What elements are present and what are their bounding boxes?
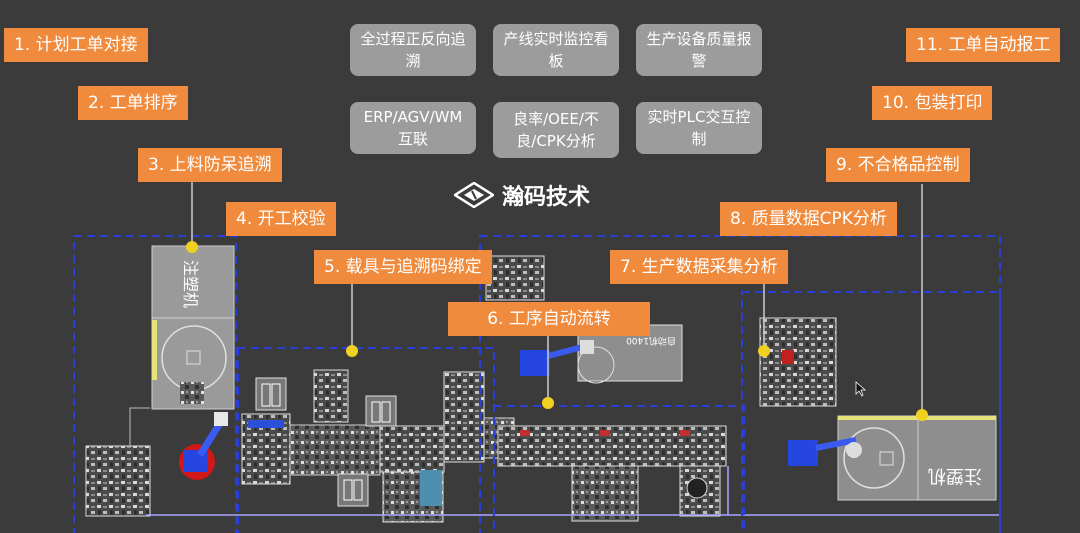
feature-pill-alarm: 生产设备质量报警 <box>636 24 762 76</box>
step-label-9: 9. 不合格品控制 <box>826 148 970 182</box>
step-label-6: 6. 工序自动流转 <box>448 302 650 336</box>
step-label-1: 1. 计划工单对接 <box>4 28 148 62</box>
feature-pill-analysis: 良率/OEE/不良/CPK分析 <box>493 102 619 158</box>
robot-left <box>179 412 228 480</box>
marker-dot <box>346 345 358 357</box>
feature-pill-monitoring: 产线实时监控看板 <box>493 24 619 76</box>
step-label-8: 8. 质量数据CPK分析 <box>720 202 897 236</box>
brand-name: 瀚码技术 <box>502 185 591 210</box>
step-label-7: 7. 生产数据采集分析 <box>610 250 788 284</box>
feature-pill-integration: ERP/AGV/WM互联 <box>350 102 476 154</box>
brand: 瀚码技术 <box>454 180 590 210</box>
machine-left-label: 注塑机 <box>181 260 200 308</box>
mouse-cursor-icon <box>855 381 867 397</box>
marker-dot <box>542 397 554 409</box>
step-label-5: 5. 载具与追溯码绑定 <box>314 250 492 284</box>
zone-8-boundary <box>741 291 1001 533</box>
machine-upper-label: 自动机1400 <box>626 335 676 347</box>
zone-6-boundary <box>493 405 745 533</box>
step-label-4: 4. 开工校验 <box>226 202 336 236</box>
step-label-3: 3. 上料防呆追溯 <box>138 148 282 182</box>
injection-machine-right: 注塑机 <box>788 415 997 501</box>
step-label-2: 2. 工单排序 <box>78 86 188 120</box>
machine-right-label: 注塑机 <box>928 465 982 486</box>
step-label-10: 10. 包装打印 <box>872 86 993 120</box>
assembly-line-center <box>241 255 727 523</box>
marker-dot <box>758 345 770 357</box>
diamond-logo-icon <box>454 182 494 208</box>
feature-pill-plc: 实时PLC交互控制 <box>636 102 762 154</box>
step-label-11: 11. 工单自动报工 <box>906 28 1061 62</box>
zone-4-boundary <box>73 235 237 533</box>
marker-dot <box>916 409 928 421</box>
equipment-block-left <box>85 445 151 517</box>
marker-dot <box>186 241 198 253</box>
injection-machine-left: 注塑机 <box>151 245 235 410</box>
equipment-block-right <box>759 317 837 407</box>
feature-pill-traceability: 全过程正反向追溯 <box>350 24 476 76</box>
